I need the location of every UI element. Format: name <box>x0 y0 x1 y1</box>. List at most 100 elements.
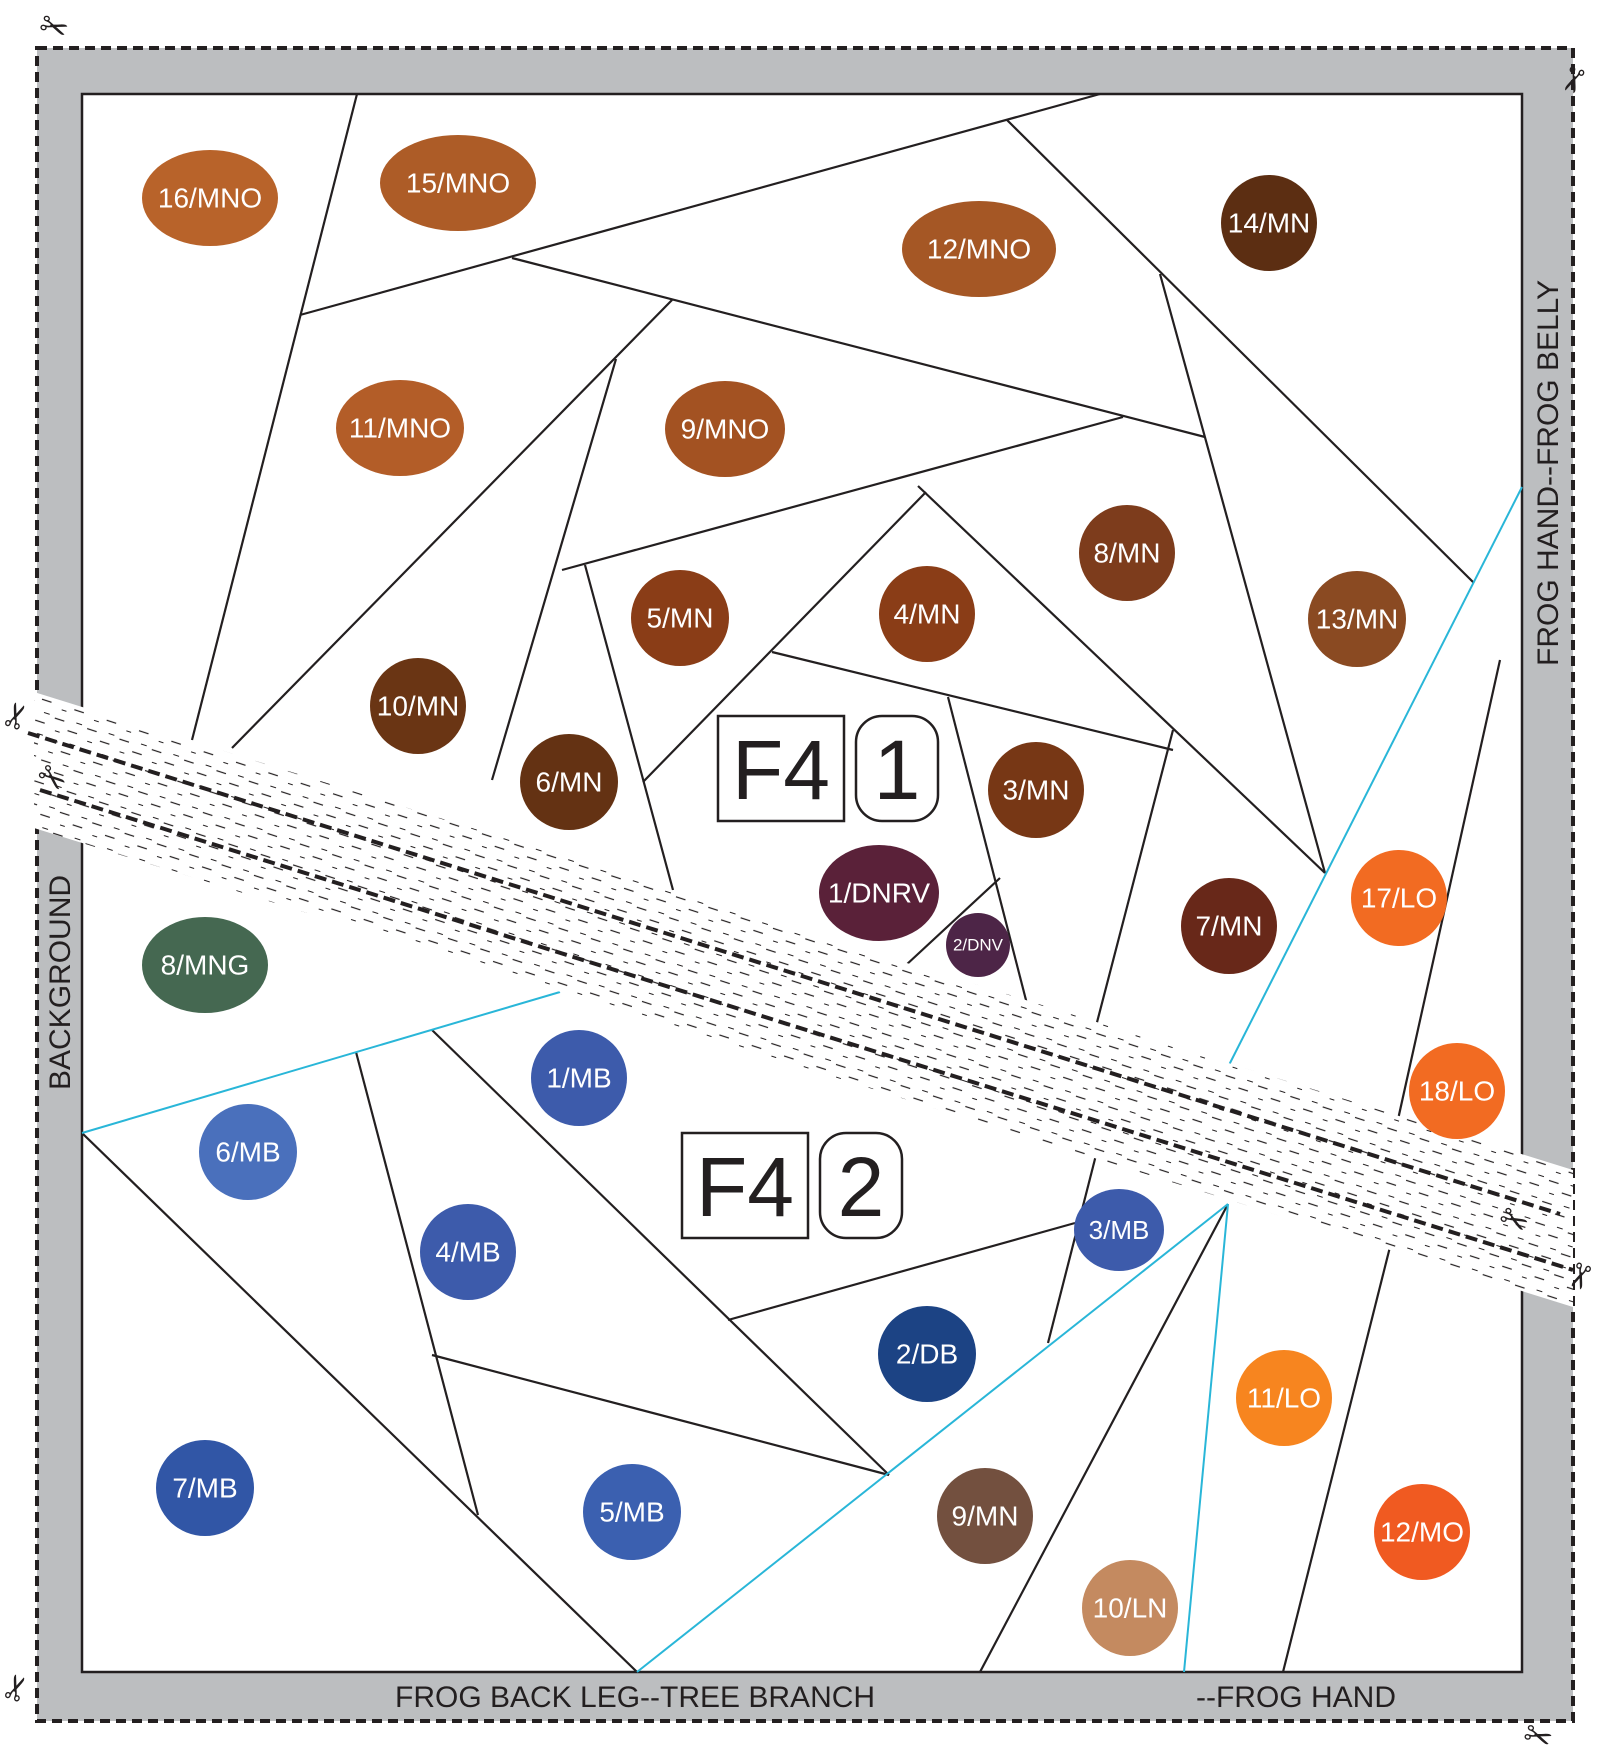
piece-color-swatch <box>1079 505 1175 601</box>
piece-f4-2-9-mn: 9/MN <box>937 1468 1033 1564</box>
piece-label: 5/MN <box>647 603 714 634</box>
piece-color-swatch <box>520 734 618 830</box>
piece-label: 8/MNG <box>161 950 250 981</box>
piece-color-swatch <box>988 742 1084 838</box>
piece-f4-1-7-mn: 7/MN <box>1181 878 1277 974</box>
piece-label: 1/DNRV <box>828 878 931 909</box>
f4-1-piece-lines <box>190 92 1502 1134</box>
piece-color-swatch <box>878 1306 976 1402</box>
piece-color-swatch <box>1374 1484 1470 1580</box>
piece-color-swatch <box>142 917 268 1013</box>
piece-label: 11/MNO <box>349 413 451 444</box>
piece-label: 15/MNO <box>406 168 510 199</box>
piece-label: 16/MNO <box>158 183 262 214</box>
edge-label-right: FROG HAND--FROG BELLY <box>1532 280 1565 666</box>
piece-label: 18/LO <box>1419 1076 1495 1107</box>
piece-color-swatch <box>902 201 1056 297</box>
seam-band <box>34 692 1573 1307</box>
piece-color-swatch <box>665 381 785 477</box>
piece-label: 14/MN <box>1228 208 1310 239</box>
piece-f4-2-11-lo: 11/LO <box>1236 1350 1332 1446</box>
piece-color-swatch <box>1221 175 1317 271</box>
piece-color-swatch <box>420 1204 516 1300</box>
piece-color-swatch <box>1351 850 1447 946</box>
piece-label: 2/DNV <box>953 936 1004 955</box>
section-marker-f4-2: F4 2 <box>680 1131 904 1240</box>
piece-f4-1-6-mn: 6/MN <box>520 734 618 830</box>
piece-color-swatch <box>336 380 464 476</box>
piece-f4-1-1-dnrv: 1/DNRV <box>819 845 939 941</box>
piece-f4-2-6-mb: 6/MB <box>199 1104 297 1200</box>
piece-color-swatch <box>380 135 536 231</box>
piece-f4-2-10-ln: 10/LN <box>1082 1560 1178 1656</box>
section-marker-f4-1: F4 1 <box>716 714 940 823</box>
scissors-icon: ✂ <box>0 1668 41 1708</box>
piece-color-swatch <box>819 845 939 941</box>
piece-color-swatch <box>879 566 975 662</box>
piece-label: 10/MN <box>377 691 459 722</box>
piece-f4-1-3-mn: 3/MN <box>988 742 1084 838</box>
piece-label: 5/MB <box>599 1497 664 1528</box>
scissors-icon: ✂ <box>34 4 74 51</box>
piece-label: 2/DB <box>896 1339 958 1370</box>
piece-label: 3/MN <box>1003 775 1070 806</box>
f4-2-piece-lines <box>81 1029 1395 1673</box>
piece-f4-1-8-mn: 8/MN <box>1079 505 1175 601</box>
piece-color-swatch <box>1409 1043 1505 1139</box>
piece-f4-2-1-mb: 1/MB <box>531 1030 627 1126</box>
piece-color-swatch <box>583 1464 681 1560</box>
piece-f4-1-5-mn: 5/MN <box>631 570 729 666</box>
piece-f4-2-12-mo: 12/MO <box>1374 1484 1470 1580</box>
piece-f4-1-17-lo: 17/LO <box>1351 850 1447 946</box>
edge-label-bottom-left: FROG BACK LEG--TREE BRANCH <box>395 1681 875 1714</box>
piece-f4-2-7-mb: 7/MB <box>156 1440 254 1536</box>
edge-label-bottom-right: --FROG HAND <box>1196 1681 1396 1714</box>
piece-label: 6/MN <box>536 767 603 798</box>
piece-color-swatch <box>1082 1560 1178 1656</box>
piece-f4-1-16-mno: 16/MNO <box>142 150 278 246</box>
piece-label: 7/MB <box>172 1473 237 1504</box>
piece-labels: 16/MNO 15/MNO 12/MNO 14/MN 11/MNO 9/MNO 8/MN 13… <box>142 135 1505 1656</box>
piece-color-swatch <box>156 1440 254 1536</box>
piece-label: 6/MB <box>215 1137 280 1168</box>
piece-f4-1-11-mno: 11/MNO <box>336 380 464 476</box>
piece-label: 11/LO <box>1247 1383 1321 1414</box>
piece-label: 13/MN <box>1316 604 1398 635</box>
seam-cut-line-lower <box>39 788 1574 1272</box>
piece-f4-2-3-mb: 3/MB <box>1074 1189 1164 1271</box>
piece-label: 10/LN <box>1093 1593 1168 1624</box>
piece-color-swatch <box>631 570 729 666</box>
svg-text:F4: F4 <box>732 723 830 817</box>
piece-label: 12/MNO <box>927 234 1031 265</box>
piece-f4-1-10-mn: 10/MN <box>370 658 466 754</box>
piece-f4-1-13-mn: 13/MN <box>1308 571 1406 667</box>
edge-label-left: BACKGROUND <box>44 875 77 1090</box>
piece-color-swatch <box>199 1104 297 1200</box>
piece-f4-2-5-mb: 5/MB <box>583 1464 681 1560</box>
piece-label: 12/MO <box>1380 1517 1464 1548</box>
piece-color-swatch <box>937 1468 1033 1564</box>
piece-label: 17/LO <box>1361 883 1437 914</box>
piece-color-swatch <box>1181 878 1277 974</box>
piece-f4-1-9-mno: 9/MNO <box>665 381 785 477</box>
piece-label: 9/MNO <box>681 414 770 445</box>
piece-color-swatch <box>531 1030 627 1126</box>
cut-line <box>35 46 1575 1723</box>
piece-label: 4/MN <box>894 599 961 630</box>
piece-label: 4/MB <box>435 1237 500 1268</box>
piece-f4-1-18-lo: 18/LO <box>1409 1043 1505 1139</box>
piece-label: 3/MB <box>1089 1215 1150 1245</box>
piece-f4-1-2-dnv: 2/DNV <box>946 913 1010 977</box>
piece-color-swatch <box>1074 1189 1164 1271</box>
placement-lines <box>81 486 1523 1673</box>
piece-f4-1-15-mno: 15/MNO <box>380 135 536 231</box>
svg-text:2: 2 <box>838 1140 885 1234</box>
piece-color-swatch <box>1308 571 1406 667</box>
piece-f4-1-12-mno: 12/MNO <box>902 201 1056 297</box>
piece-color-swatch <box>1236 1350 1332 1446</box>
piece-f4-1-4-mn: 4/MN <box>879 566 975 662</box>
piece-f4-2-8-mng: 8/MNG <box>142 917 268 1013</box>
piece-color-swatch <box>142 150 278 246</box>
seam-cut-line-upper <box>27 731 1561 1216</box>
